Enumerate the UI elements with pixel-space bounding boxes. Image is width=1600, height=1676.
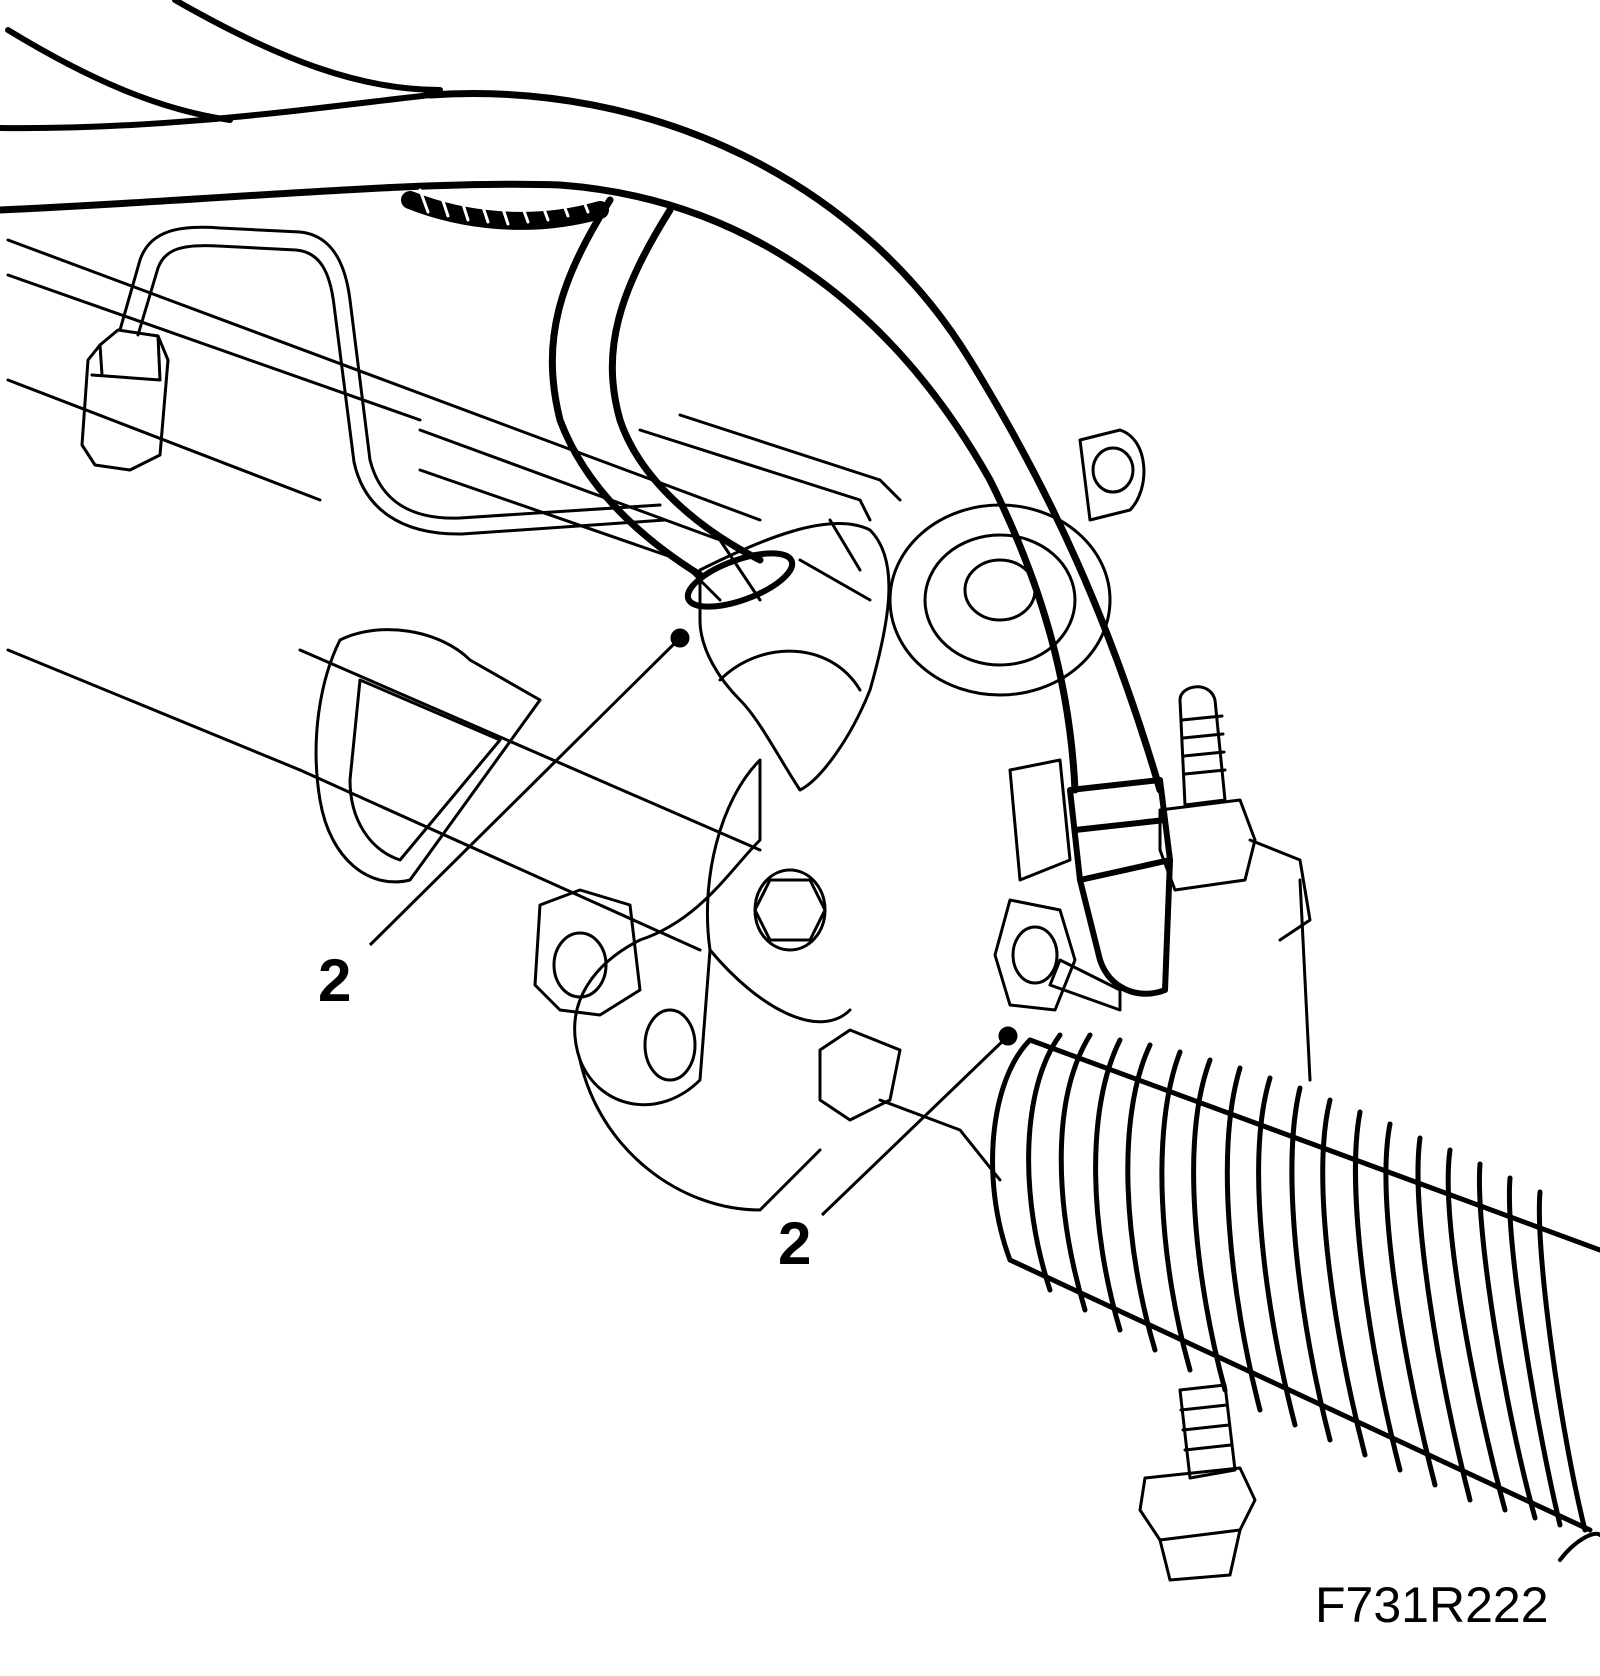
rack-tab bbox=[818, 1028, 902, 1122]
rack-housing-line-2 bbox=[6, 273, 422, 422]
valve-housing bbox=[698, 522, 891, 792]
rack-housing-line-4 bbox=[6, 648, 302, 772]
leader-dot-2 bbox=[998, 1026, 1018, 1046]
metal-line-outer bbox=[118, 225, 662, 520]
rack-housing-line-1 bbox=[6, 238, 762, 522]
leader-line-1 bbox=[368, 636, 682, 947]
cable-top-2 bbox=[5, 27, 233, 123]
return-pipe-outer bbox=[548, 196, 704, 579]
mounting-block bbox=[533, 888, 642, 1017]
union-nut bbox=[993, 898, 1077, 1012]
lower-housing bbox=[573, 758, 762, 1107]
rack-bellows bbox=[990, 1032, 1600, 1533]
metal-line-inner bbox=[136, 244, 667, 536]
leader-dot-1 bbox=[670, 628, 690, 648]
pressure-hose-lower bbox=[0, 180, 1079, 794]
bolt-head-upper bbox=[753, 868, 827, 952]
drawing bbox=[0, 0, 1600, 1582]
rack-housing-line-6 bbox=[418, 468, 722, 602]
rack-housing-line-5 bbox=[418, 428, 762, 602]
housing-plug bbox=[643, 1008, 697, 1082]
lower-bolt bbox=[1178, 1383, 1237, 1480]
rack-tube-bottom bbox=[298, 768, 702, 952]
cable-top-3 bbox=[0, 92, 433, 132]
rack-tube-top bbox=[298, 648, 762, 852]
pinion-cap bbox=[888, 503, 1112, 697]
cable-top-1 bbox=[172, 0, 443, 93]
braided-hose bbox=[401, 191, 609, 230]
rack-housing-line-3 bbox=[6, 378, 322, 502]
leader-line-2 bbox=[820, 1034, 1010, 1217]
elbow-fitting bbox=[1077, 857, 1173, 997]
mounting-block-hole bbox=[552, 931, 608, 999]
callout-label-2: 2 bbox=[778, 1210, 811, 1277]
pressure-hose-upper bbox=[426, 90, 1164, 794]
return-pipe-inner bbox=[608, 206, 764, 564]
stud-bolt bbox=[1178, 685, 1227, 807]
callout-label-1: 2 bbox=[318, 947, 351, 1014]
rack-clamp bbox=[314, 628, 542, 884]
callout-leaders bbox=[368, 628, 1018, 1217]
top-lug bbox=[1078, 428, 1146, 522]
figure-code: F731R222 bbox=[1315, 1577, 1549, 1633]
fitting-nut bbox=[80, 328, 170, 472]
